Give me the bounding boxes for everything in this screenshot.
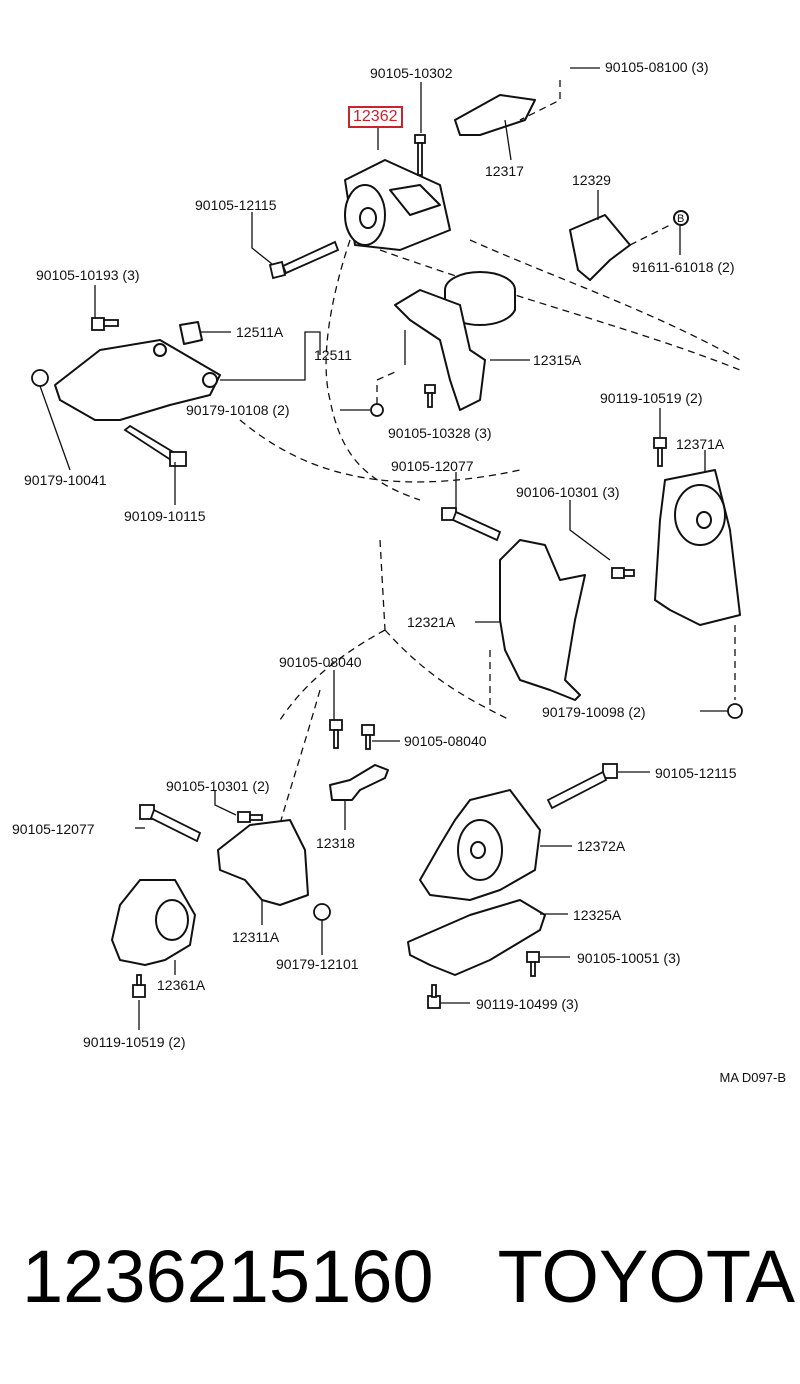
label-90109-10115: 90109-10115 — [124, 508, 206, 524]
drawing-code: MA D097-B — [719, 1070, 786, 1085]
label-90105-10193: 90105-10193 (3) — [36, 267, 140, 283]
bolt-90105-10328-part — [424, 384, 436, 408]
label-12318: 12318 — [316, 835, 355, 851]
label-90105-10051: 90105-10051 (3) — [577, 950, 681, 966]
bolt-90105-10193-part — [91, 317, 119, 331]
label-90105-12077-top: 90105-12077 — [391, 458, 474, 474]
label-b-marker: B — [677, 213, 685, 225]
nut-90179-10108-part — [370, 403, 384, 417]
label-12361A: 12361A — [157, 977, 206, 993]
label-12371A: 12371A — [676, 436, 725, 452]
bracket-12329-part — [569, 214, 631, 281]
label-90179-10098: 90179-10098 (2) — [542, 704, 646, 720]
bracket-12311A-part — [217, 819, 309, 906]
label-90105-12077-left: 90105-12077 — [12, 821, 95, 837]
bracket-12511-part — [54, 321, 221, 421]
label-90179-10108: 90179-10108 (2) — [186, 402, 290, 418]
bolt-90105-10302-part — [414, 134, 426, 176]
engine-mount-diagram: 12362 90105-10302 90105-08100 (3) 12317 … — [12, 59, 786, 1085]
mount-12371A-part — [654, 469, 741, 626]
label-90105-12115-top: 90105-12115 — [195, 197, 277, 213]
bracket-12315A-part — [394, 289, 486, 411]
label-90119-10499: 90119-10499 (3) — [476, 996, 579, 1012]
label-90179-10041: 90179-10041 — [24, 472, 107, 488]
bracket-12318-part — [329, 764, 389, 801]
mount-12361A-part — [111, 879, 196, 966]
label-90105-08100: 90105-08100 (3) — [605, 59, 709, 75]
mount-12362-part — [344, 159, 451, 251]
label-91611-61018: 91611-61018 (2) — [632, 259, 735, 275]
bolt-90119-10519-top-part — [653, 437, 667, 467]
label-12311A: 12311A — [232, 929, 280, 945]
label-90105-10328: 90105-10328 (3) — [388, 425, 492, 441]
b-marker-circle — [673, 210, 689, 226]
bracket-12325A-part — [407, 899, 546, 976]
bolt-90105-10301-part — [237, 811, 263, 823]
footer-caption: 1236215160 TOYOTA — [22, 1232, 795, 1322]
bolt-90105-12077-left-part — [139, 804, 202, 843]
bolt-90105-12115-part — [268, 240, 340, 280]
label-90105-12115-lower: 90105-12115 — [655, 765, 737, 781]
bolt-90105-10051-part — [526, 951, 540, 977]
bolt-90105-12077-top-part — [441, 507, 502, 542]
label-12511: 12511 — [314, 347, 352, 363]
label-90119-10519-top: 90119-10519 (2) — [600, 390, 703, 406]
label-12511A: 12511A — [236, 324, 284, 340]
mount-12372A-part — [419, 789, 541, 901]
nut-90179-12101-part — [313, 903, 331, 921]
bolt-90119-10499-part — [427, 984, 441, 1009]
label-90105-10301: 90105-10301 (2) — [166, 778, 270, 794]
label-90105-10302: 90105-10302 — [370, 65, 453, 81]
label-12315A: 12315A — [533, 352, 582, 368]
label-90105-08040-top: 90105-08040 — [279, 654, 362, 670]
brand-name: TOYOTA — [497, 1235, 795, 1318]
nut-90179-10098-part — [727, 703, 743, 719]
label-90106-10301: 90106-10301 (3) — [516, 484, 620, 500]
bolt-90109-10115-part — [123, 424, 187, 467]
label-12321A: 12321A — [407, 614, 456, 630]
label-90105-08040-bottom: 90105-08040 — [404, 733, 487, 749]
label-12329: 12329 — [572, 172, 611, 188]
label-12317: 12317 — [485, 163, 524, 179]
label-12325A: 12325A — [573, 907, 622, 923]
nut-90179-10041-part — [31, 369, 49, 387]
bolts-90105-08040-part — [329, 719, 375, 750]
label-90179-12101: 90179-12101 — [276, 956, 359, 972]
engine-outline — [239, 239, 741, 861]
diagram-drawing — [31, 67, 743, 1030]
part-number: 1236215160 — [22, 1235, 434, 1318]
bolt-90119-10519-bottom-part — [132, 974, 146, 998]
label-12372A: 12372A — [577, 838, 626, 854]
bolt-90106-10301-part — [611, 567, 635, 579]
bolt-90105-12115-lower-part — [546, 763, 618, 810]
highlighted-part-label: 12362 — [348, 106, 403, 128]
bracket-12317-part — [454, 94, 536, 136]
label-90119-10519-bottom: 90119-10519 (2) — [83, 1034, 186, 1050]
bracket-12321A-part — [499, 539, 586, 701]
